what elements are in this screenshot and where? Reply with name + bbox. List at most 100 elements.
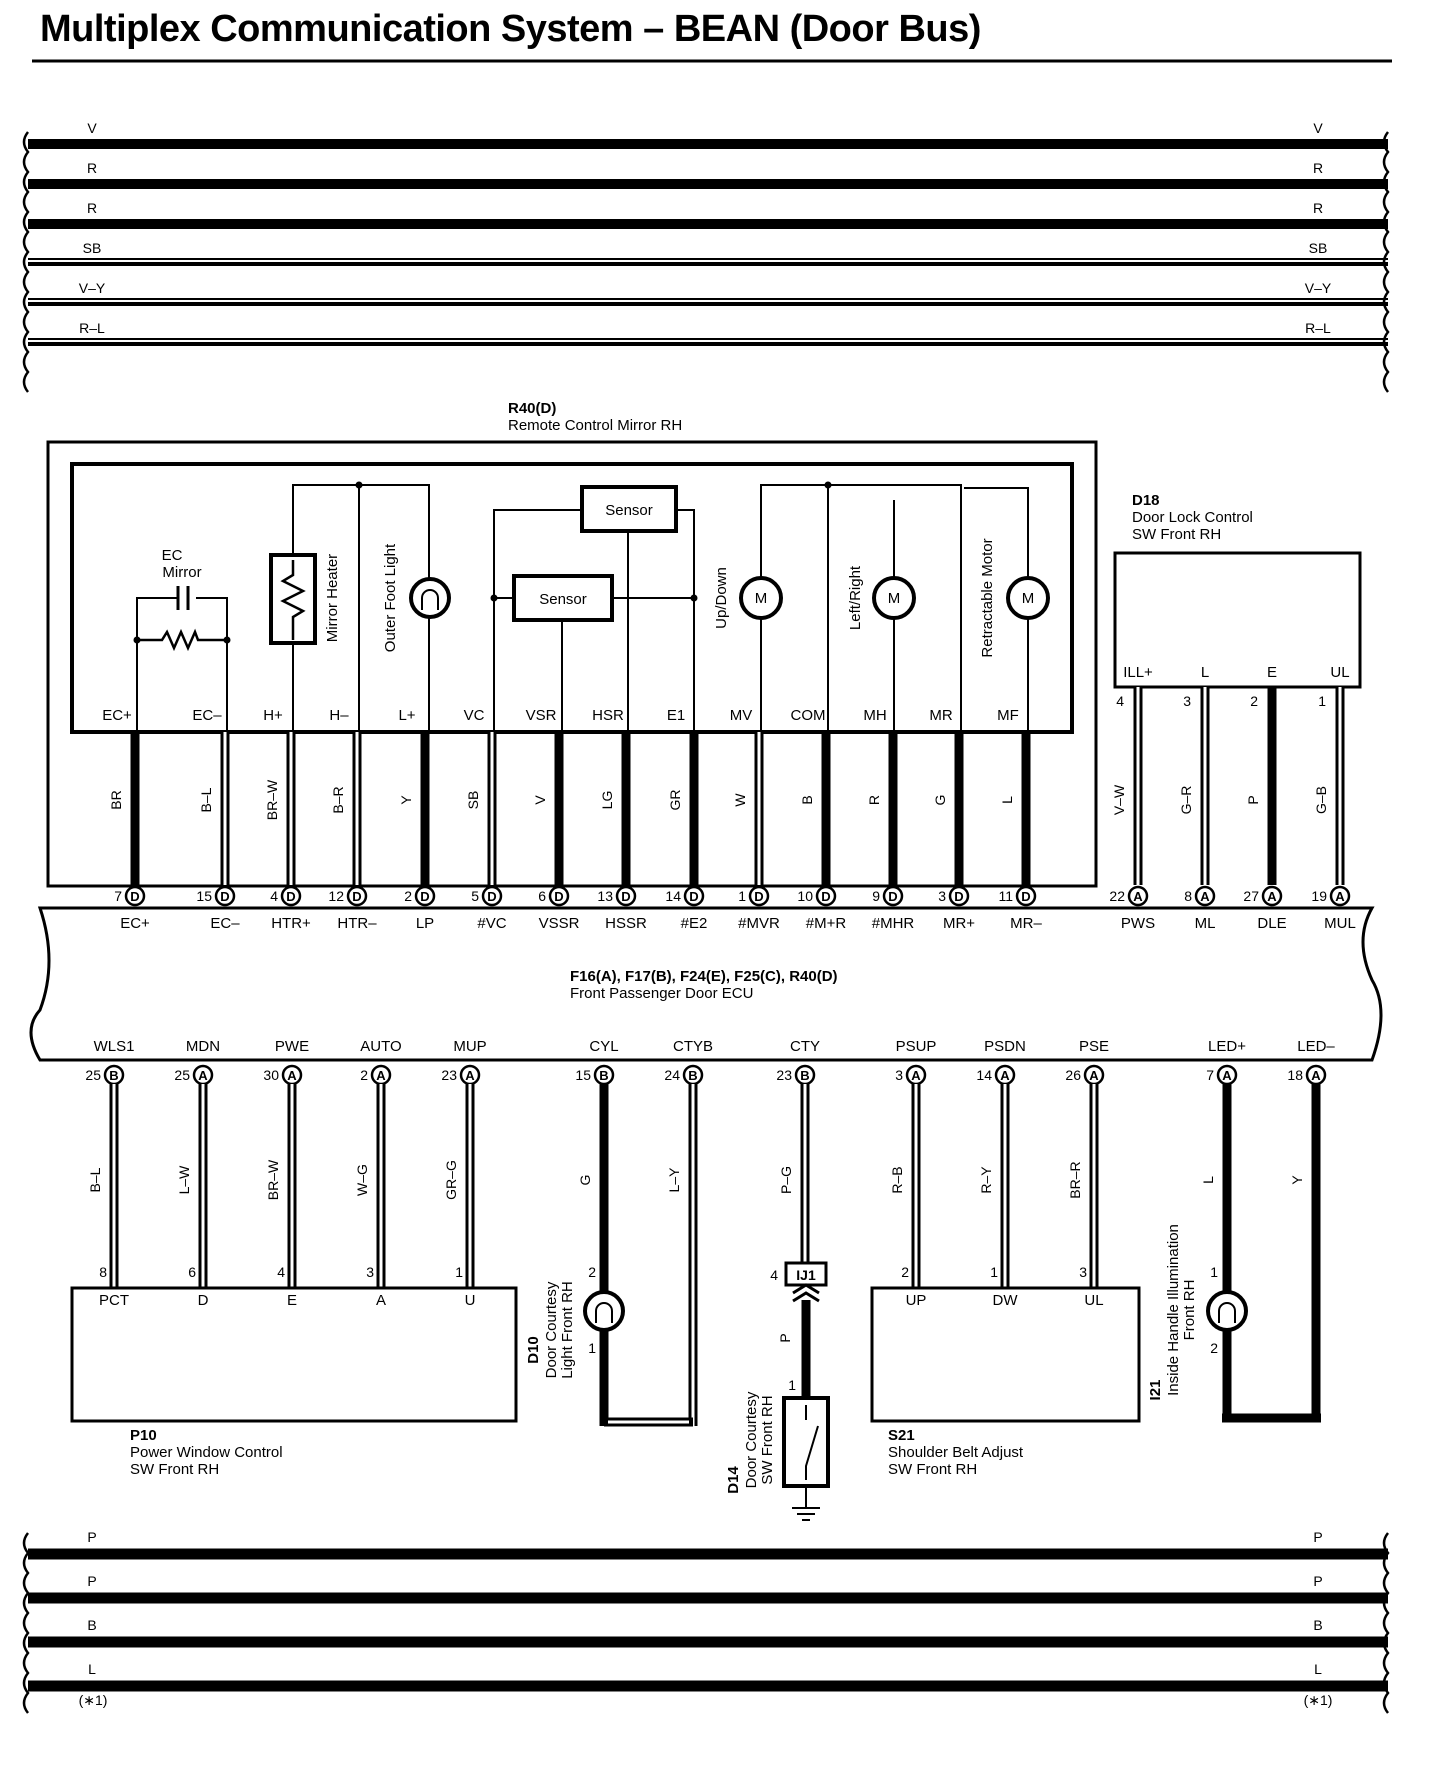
mirror-connector-num: 2 bbox=[404, 888, 412, 904]
mirror-connector-letter: D bbox=[286, 889, 295, 904]
bottom-bus-break-left bbox=[22, 1532, 30, 1714]
mirror-inner-box bbox=[70, 462, 1074, 734]
mirror-wire-color: V bbox=[532, 795, 548, 805]
mirror-connector-ring bbox=[214, 885, 236, 907]
ecu-bottom-connector-num: 3 bbox=[895, 1067, 903, 1083]
mirror-connector-num: 3 bbox=[938, 888, 946, 904]
mirror-pin-label: EC+ bbox=[102, 707, 132, 724]
mirror-wire-color: BR–W bbox=[264, 779, 280, 820]
ecu-bottom-connector-num: 23 bbox=[776, 1067, 792, 1083]
top-bus-break-left bbox=[22, 131, 30, 393]
mirror-code: R40(D) bbox=[508, 400, 556, 417]
mirror-connector-ring bbox=[414, 885, 436, 907]
mirror-connector-letter: D bbox=[621, 889, 630, 904]
ecu-bottom-pin: CTY bbox=[790, 1038, 820, 1055]
ecu-bottom-pin: CTYB bbox=[673, 1038, 713, 1055]
top-bus-label-left: R bbox=[87, 200, 97, 216]
ecu-body bbox=[29, 906, 1383, 1062]
ecu-top-pin: DLE bbox=[1257, 915, 1286, 932]
d14-switch-contact bbox=[805, 1405, 819, 1480]
top-bus-label-left: SB bbox=[83, 240, 102, 256]
mirror-connector-ring bbox=[815, 885, 837, 907]
d14-wire-color: P bbox=[777, 1333, 793, 1342]
led-plus-wire-color: L bbox=[1200, 1176, 1216, 1184]
mirror-connector-num: 7 bbox=[114, 888, 122, 904]
doorlock-name: SW Front RH bbox=[1132, 526, 1221, 543]
doorlock-wire-color: P bbox=[1245, 795, 1261, 804]
mirror-pin-label: VC bbox=[464, 707, 485, 724]
mirror-wire-color: B bbox=[799, 795, 815, 804]
d10-name: Light Front RH bbox=[559, 1281, 576, 1379]
ecu-code: F16(A), F17(B), F24(E), F25(C), R40(D) bbox=[570, 968, 838, 985]
top-bus-label-left: R bbox=[87, 160, 97, 176]
cyl-wire-color: G bbox=[577, 1175, 593, 1186]
mirror-connector-letter: D bbox=[487, 889, 496, 904]
ecu-bottom-connector-letter: A bbox=[1089, 1068, 1099, 1083]
mirror-pin-label: VSR bbox=[526, 707, 557, 724]
doorlock-connector-num: 22 bbox=[1109, 888, 1125, 904]
s21-pin-num: 2 bbox=[901, 1264, 909, 1280]
mirror-connector-ring bbox=[948, 885, 970, 907]
ecu-bottom-connector-letter: A bbox=[1311, 1068, 1321, 1083]
ecu-top-pin: #MVR bbox=[738, 915, 780, 932]
p10-pin-label: U bbox=[465, 1292, 476, 1309]
ecu-bottom-pin: LED– bbox=[1297, 1038, 1335, 1055]
ecu-bottom-connector-num: 15 bbox=[575, 1067, 591, 1083]
bottom-bus-label-left: B bbox=[87, 1617, 96, 1633]
mirror-pin-label: MF bbox=[997, 707, 1019, 724]
bottom-bus-label-right: L bbox=[1314, 1661, 1322, 1677]
up-down-motor-m: M bbox=[755, 590, 768, 607]
mirror-connector-ring bbox=[615, 885, 637, 907]
top-bus-label-right: R–L bbox=[1305, 320, 1331, 336]
ecu-bottom-pin: LED+ bbox=[1208, 1038, 1246, 1055]
ecu-bottom-connector-num: 25 bbox=[85, 1067, 101, 1083]
ecu-bottom-pin: CYL bbox=[589, 1038, 618, 1055]
junction-dot bbox=[355, 481, 363, 489]
doorlock-connector-num: 8 bbox=[1184, 888, 1192, 904]
doorlock-pin-num: 4 bbox=[1116, 693, 1124, 709]
ecu-top-pin: #E2 bbox=[681, 915, 708, 932]
doorlock-connector-letter: A bbox=[1267, 889, 1277, 904]
ecu-top-pin: #MHR bbox=[872, 915, 915, 932]
doorlock-pin-label: E bbox=[1267, 664, 1277, 681]
sensor-box-lower bbox=[512, 574, 614, 622]
ij1-pin: 4 bbox=[770, 1267, 778, 1283]
i21-name: Front RH bbox=[1181, 1280, 1198, 1341]
ecu-bottom-pin: MDN bbox=[186, 1038, 220, 1055]
s21-name: SW Front RH bbox=[888, 1461, 977, 1478]
mirror-connector-num: 1 bbox=[738, 888, 746, 904]
mirror-wire-color: B–R bbox=[330, 786, 346, 813]
i21-code: I21 bbox=[1147, 1380, 1164, 1401]
ecu-top-pin: MUL bbox=[1324, 915, 1356, 932]
ecu-bottom-connector-num: 7 bbox=[1206, 1067, 1214, 1083]
mirror-pin-label: COM bbox=[791, 707, 826, 724]
ecu-bottom-connector-num: 25 bbox=[174, 1067, 190, 1083]
mirror-pin-label: H+ bbox=[263, 707, 283, 724]
doorlock-wire-color: G–R bbox=[1178, 786, 1194, 815]
ecu-bottom-connector-letter: B bbox=[688, 1068, 697, 1083]
bottom-bus-label-right: P bbox=[1313, 1573, 1322, 1589]
mirror-connector-num: 10 bbox=[797, 888, 813, 904]
mirror-connector-num: 15 bbox=[196, 888, 212, 904]
bottom-bus-label-left: P bbox=[87, 1529, 96, 1545]
ecu-bottom-connector-letter: A bbox=[911, 1068, 921, 1083]
outer-foot-light-label: Outer Foot Light bbox=[382, 543, 399, 652]
p10-pin-label: D bbox=[198, 1292, 209, 1309]
d10-lamp-filament bbox=[595, 1302, 613, 1323]
mirror-pin-label: HSR bbox=[592, 707, 624, 724]
ecu-top-pin: PWS bbox=[1121, 915, 1155, 932]
mirror-connector-ring bbox=[748, 885, 770, 907]
motor-circuit bbox=[760, 484, 1029, 732]
mirror-wire-color: L bbox=[999, 796, 1015, 804]
top-bus-label-right: V bbox=[1313, 120, 1323, 136]
mirror-connector-ring bbox=[548, 885, 570, 907]
p10-code: P10 bbox=[130, 1427, 157, 1444]
top-bus-label-left: V–Y bbox=[79, 280, 106, 296]
mirror-wire-color: G bbox=[932, 795, 948, 806]
mirror-connector-letter: D bbox=[420, 889, 429, 904]
sensor-label: Sensor bbox=[605, 502, 653, 519]
ecu-bottom-pin: PSUP bbox=[896, 1038, 937, 1055]
d10-pin: 1 bbox=[588, 1340, 596, 1356]
top-bus-label-left: R–L bbox=[79, 320, 105, 336]
ecu-bottom-connector-letter: A bbox=[1222, 1068, 1232, 1083]
